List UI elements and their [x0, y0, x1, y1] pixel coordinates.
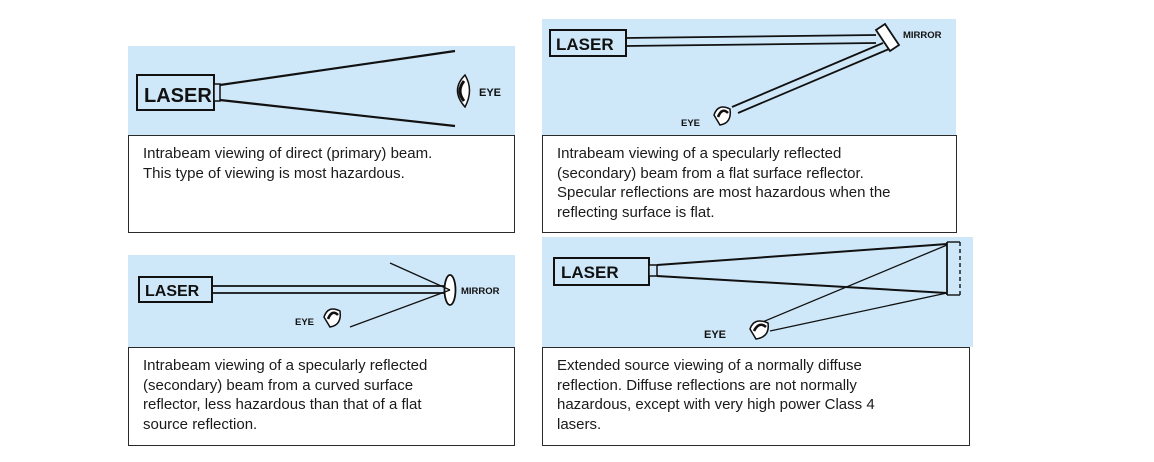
reflected-beam-lower [737, 48, 890, 114]
diffuse-reflection-caption: Extended source viewing of a normally di… [542, 347, 970, 446]
laser-box [138, 276, 213, 303]
curved-mirror-svg: LASER MIRROR EYE [138, 262, 500, 328]
caption-line: source reflection. [143, 415, 258, 433]
mirror-label: MIRROR [903, 30, 942, 41]
beam-upper-edge [219, 49, 456, 87]
direct-beam-diagram: LASER EYE [128, 46, 515, 135]
mirror-label: MIRROR [461, 286, 500, 297]
caption-line: Specular reflections are most hazardous … [557, 184, 891, 201]
diffuse-reflection-diagram: LASER EYE [542, 237, 973, 347]
caption-line: Intrabeam viewing of a specularly reflec… [143, 357, 428, 374]
beam-lower-edge [656, 275, 948, 294]
eye-icon [713, 106, 732, 126]
caption-line: Intrabeam viewing of direct (primary) be… [143, 145, 433, 162]
eye-label: EYE [295, 317, 314, 328]
caption-line: reflection. Diffuse reflections are not … [557, 376, 857, 394]
beam-upper-edge [656, 243, 948, 266]
eye-icon [456, 73, 471, 109]
flat-mirror-icon [874, 22, 901, 53]
laser-aperture [648, 264, 658, 277]
flat-mirror-caption: Intrabeam viewing of a specularly reflec… [542, 135, 957, 233]
caption-line: Intrabeam viewing of a specularly reflec… [557, 145, 842, 162]
laser-box [553, 257, 650, 286]
eye-label: EYE [681, 118, 700, 129]
beam-lower-edge [219, 98, 456, 128]
diffuse-ray-upper [759, 244, 948, 324]
caption-line: Extended source viewing of a normally di… [557, 357, 862, 374]
caption-line: (secondary) beam from a flat surface ref… [557, 164, 864, 182]
laser-label: LASER [145, 283, 200, 300]
caption-line: hazardous, except with very high power C… [557, 396, 875, 413]
laser-box [549, 29, 627, 57]
laser-aperture [213, 83, 221, 102]
laser-label: LASER [556, 35, 614, 54]
eye-icon [749, 320, 769, 340]
curved-mirror-diagram: LASER MIRROR EYE [128, 255, 515, 347]
flat-mirror-diagram: LASER MIRROR EYE [542, 19, 956, 135]
laser-label: LASER [144, 85, 212, 107]
beam-upper-edge [625, 34, 877, 39]
diffuse-reflection-svg: LASER EYE [553, 241, 961, 341]
reflected-beam-upper [731, 42, 884, 108]
eye-label: EYE [479, 87, 501, 99]
caption-line: lasers. [557, 415, 602, 433]
laser-box [136, 74, 215, 111]
diffuse-ray-lower [769, 292, 948, 332]
caption-line: reflector, less hazardous than that of a… [143, 396, 422, 413]
diffuse-surface [946, 241, 961, 296]
eye-label: EYE [704, 329, 726, 341]
curved-mirror-caption: Intrabeam viewing of a specularly reflec… [128, 347, 515, 446]
reflected-ray-upper [389, 262, 451, 291]
direct-beam-caption: Intrabeam viewing of direct (primary) be… [128, 135, 515, 233]
flat-mirror-svg: LASER MIRROR EYE [549, 22, 942, 129]
caption-line: (secondary) beam from a curved surface [143, 376, 414, 394]
eye-icon [323, 308, 342, 328]
caption-line: reflecting surface is flat. [557, 203, 715, 221]
direct-beam-svg: LASER EYE [136, 49, 501, 128]
reflected-ray-lower [349, 289, 451, 328]
beam-lower-edge [625, 42, 877, 47]
laser-label: LASER [561, 263, 619, 282]
caption-line: This type of viewing is most hazardous. [143, 164, 405, 182]
